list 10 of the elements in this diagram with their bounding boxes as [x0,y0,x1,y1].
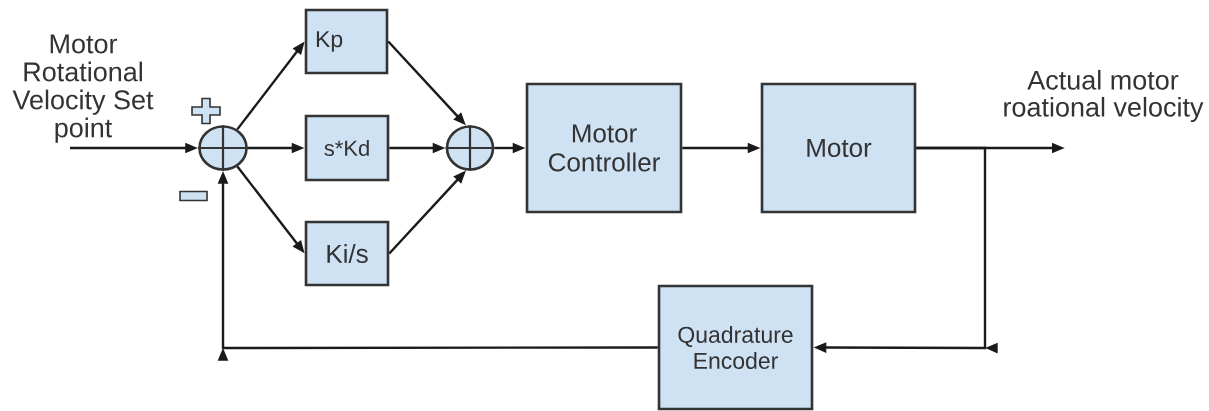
summing-junction [197,124,249,172]
signal-label: Motor Rotational Velocity Set point [12,34,154,143]
process-block: Motor [760,82,917,214]
signal-label: Actual motor roational velocity [1004,69,1204,123]
summing-junction [444,124,496,172]
gain-block: Kp [304,8,389,75]
process-block: Motor Controller [525,82,683,214]
gain-block: Ki/s [304,220,390,287]
process-block: Quadrature Encoder [657,284,814,411]
gain-block: s*Kd [304,114,390,182]
